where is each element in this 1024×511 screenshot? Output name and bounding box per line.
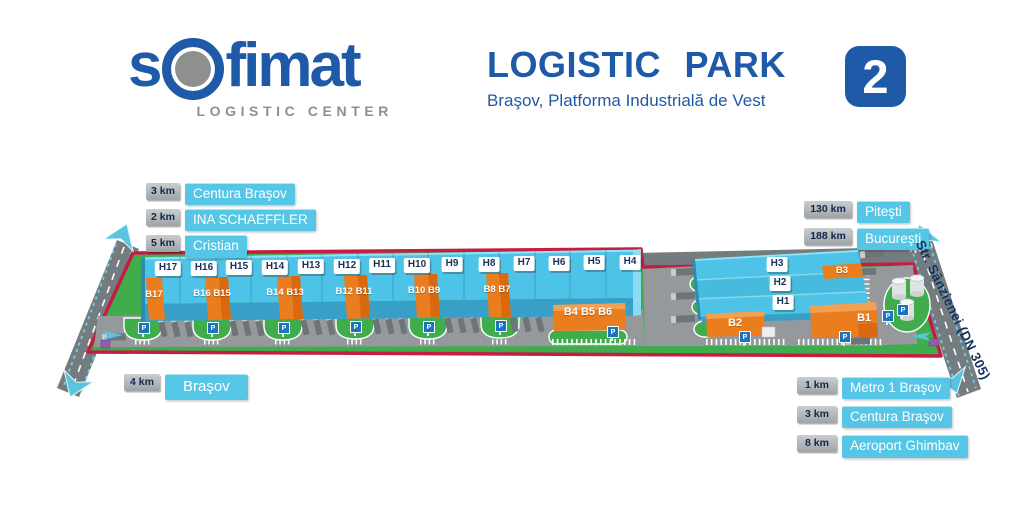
distance-row: 188 km Bucureşti	[804, 228, 930, 251]
unit-label-h11: H11	[369, 258, 395, 273]
distance-group-top-right: 130 km Piteşti 188 km Bucureşti	[804, 201, 930, 251]
unit-label-b14-b13: B14 B13	[266, 287, 304, 298]
distance-row: 5 km Cristian	[146, 235, 316, 258]
unit-label-b4-b5-b6: B4 B5 B6	[563, 306, 613, 318]
parking-sign-icon: P	[207, 322, 219, 337]
parking-sign-icon: P	[423, 321, 435, 336]
distance-km-badge: 130 km	[804, 201, 852, 218]
unit-label-h15: H15	[225, 260, 253, 275]
distance-km-badge: 4 km	[124, 374, 160, 391]
distance-name-badge: Bucureşti	[857, 228, 930, 251]
distance-name-badge: Metro 1 Braşov	[842, 377, 950, 400]
distance-km-badge: 1 km	[797, 377, 837, 394]
parking-sign-icon: P	[739, 331, 751, 346]
parking-sign-icon: P	[350, 321, 362, 336]
warehouse-b456	[553, 303, 626, 331]
unit-label-h12: H12	[333, 259, 361, 274]
distance-km-badge: 3 km	[146, 183, 180, 200]
unit-label-h4: H4	[619, 255, 641, 270]
distance-name-badge: Aeroport Ghimbav	[842, 435, 968, 458]
unit-label-b8-b7: B8 B7	[483, 284, 511, 295]
distance-name-badge: Centura Braşov	[185, 183, 295, 206]
unit-label-b3: B3	[835, 265, 849, 276]
distance-row: 130 km Piteşti	[804, 201, 929, 224]
sofimat-logo: s fimat LOGISTIC CENTER	[128, 32, 393, 119]
logo-text-fimat: fimat	[225, 31, 361, 101]
unit-label-b17: B17	[145, 289, 163, 300]
unit-label-b16-b15: B16 B15	[193, 288, 231, 299]
entrance-arrow-icons	[103, 331, 931, 341]
gatehouse-icons	[100, 338, 939, 349]
unit-label-b1: B1	[856, 312, 872, 324]
unit-label-h8: H8	[478, 257, 500, 272]
distance-row: 8 km Aeroport Ghimbav	[797, 435, 968, 458]
distance-row: 4 km Braşov	[124, 374, 248, 400]
parking-sign-icon: P	[882, 310, 894, 325]
unit-label-h14: H14	[261, 260, 289, 275]
parking-sign-icon: P	[839, 331, 851, 346]
distance-row: 1 km Metro 1 Braşov	[797, 377, 968, 400]
distance-group-top-left: 3 km Centura Braşov 2 km INA SCHAEFFLER …	[146, 183, 316, 258]
unit-label-b2: B2	[727, 317, 743, 329]
unit-label-h5: H5	[583, 255, 605, 270]
distance-group-bottom-right: 1 km Metro 1 Braşov 3 km Centura Braşov …	[797, 377, 968, 458]
distance-km-badge: 2 km	[146, 209, 180, 226]
distance-name-badge: INA SCHAEFFLER	[185, 209, 316, 232]
distance-name-badge: Braşov	[165, 374, 248, 400]
unit-label-h7: H7	[513, 256, 535, 271]
page-title: LOGISTIC PARK	[487, 44, 786, 85]
parking-sign-icon: P	[897, 304, 909, 319]
distance-row: 2 km INA SCHAEFFLER	[146, 209, 316, 232]
unit-label-h2: H2	[769, 276, 791, 291]
distance-km-badge: 5 km	[146, 235, 180, 252]
distance-name-badge: Piteşti	[857, 201, 910, 224]
distance-km-badge: 3 km	[797, 406, 837, 423]
unit-label-h16: H16	[190, 261, 218, 276]
distance-name-badge: Centura Braşov	[842, 406, 952, 429]
distance-km-badge: 8 km	[797, 435, 837, 452]
unit-label-h3: H3	[766, 257, 788, 272]
parking-sign-icon: P	[495, 320, 507, 335]
parking-sign-icon: P	[607, 326, 619, 341]
distance-km-badge: 188 km	[804, 228, 852, 245]
distance-group-bottom-left: 4 km Braşov	[124, 374, 248, 400]
unit-label-h1: H1	[772, 295, 794, 310]
unit-label-h13: H13	[297, 259, 325, 274]
distance-row: 3 km Centura Braşov	[146, 183, 316, 206]
unit-label-h6: H6	[548, 256, 570, 271]
unit-label-b10-b9: B10 B9	[407, 285, 441, 296]
logo-text-s: s	[128, 31, 163, 101]
page-subtitle: Braşov, Platforma Industrială de Vest	[487, 91, 766, 110]
unit-label-h9: H9	[441, 257, 463, 272]
unit-label-h17: H17	[154, 261, 182, 276]
park-number-badge: 2	[845, 46, 906, 107]
page-title-block: LOGISTIC PARK Braşov, Platforma Industri…	[487, 44, 817, 111]
distance-name-badge: Cristian	[185, 235, 247, 258]
parking-sign-icon: P	[278, 322, 290, 337]
unit-label-h10: H10	[403, 258, 431, 273]
unit-label-b12-b11: B12 B11	[335, 286, 373, 297]
distance-row: 3 km Centura Braşov	[797, 406, 968, 429]
logo-circle-icon	[162, 38, 225, 100]
logo-tagline: LOGISTIC CENTER	[196, 103, 393, 119]
parking-sign-icon: P	[138, 322, 150, 337]
